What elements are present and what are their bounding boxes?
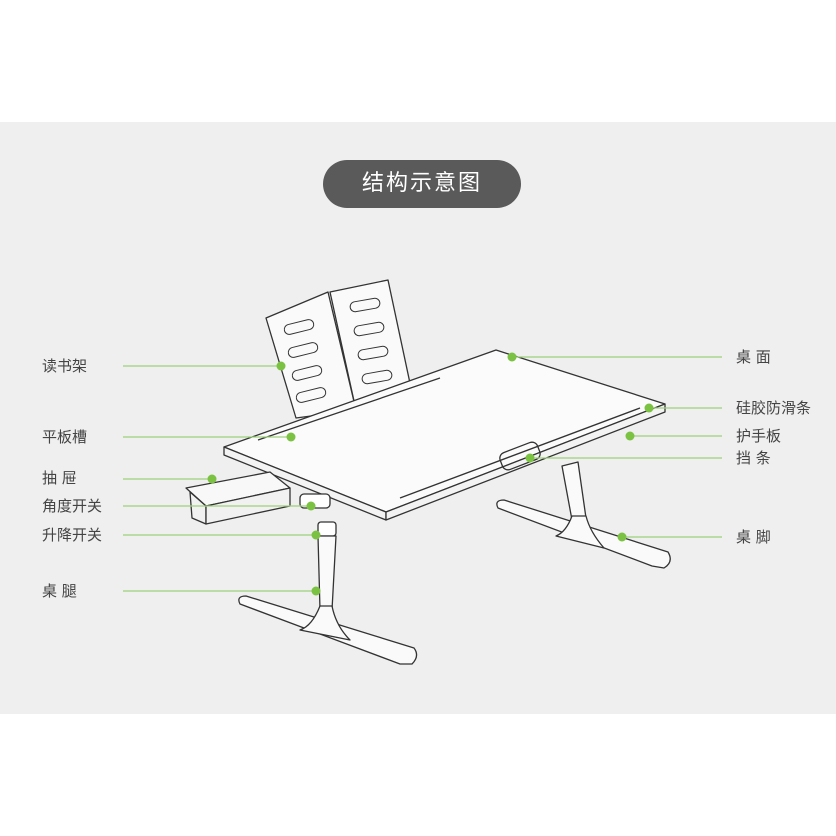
label-book-stand: 读书架	[42, 357, 88, 375]
label-tablet-slot: 平板槽	[42, 428, 88, 446]
label-tabletop: 桌 面	[736, 348, 771, 366]
label-table-leg: 桌 腿	[42, 582, 77, 600]
callout-dots	[207, 352, 654, 596]
label-wrist-rest: 护手板	[736, 427, 782, 445]
label-silicone-strip: 硅胶防滑条	[736, 399, 812, 417]
label-angle-switch: 角度开关	[42, 497, 103, 515]
diagram-title: 结构示意图	[323, 160, 521, 208]
label-drawer: 抽 屉	[42, 469, 77, 487]
label-table-foot: 桌 脚	[736, 528, 771, 546]
label-height-switch: 升降开关	[42, 526, 103, 544]
label-stopper-bar: 挡 条	[736, 449, 771, 467]
